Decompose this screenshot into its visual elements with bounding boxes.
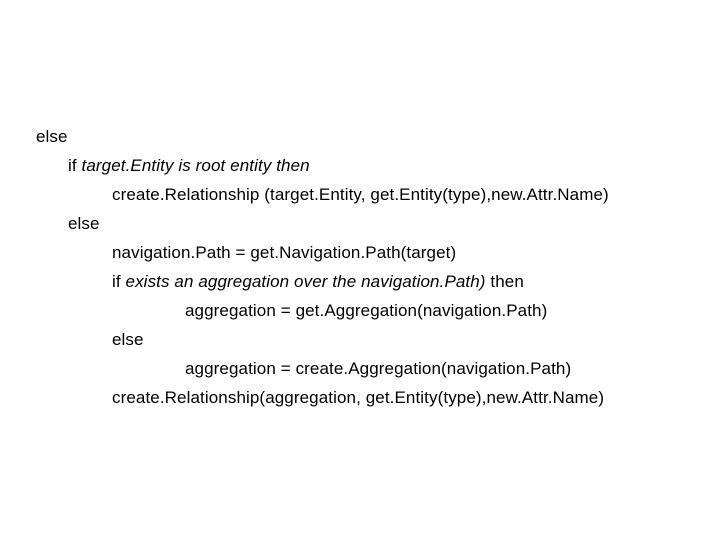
code-line: else [0,209,720,238]
code-line: navigation.Path = get.Navigation.Path(ta… [0,238,720,267]
code-segment-italic: exists an aggregation over the navigatio… [125,272,486,291]
code-segment: else [112,330,144,349]
code-segment: aggregation = get.Aggregation(navigation… [185,301,548,320]
code-segment: aggregation = create.Aggregation(navigat… [185,359,572,378]
code-line: else [0,122,720,151]
code-segment: create.Relationship(aggregation, get.Ent… [112,388,605,407]
code-segment: navigation.Path = get.Navigation.Path(ta… [112,243,457,262]
code-segment: else [36,127,68,146]
code-line: if target.Entity is root entity then [0,151,720,180]
code-segment: then [485,272,524,291]
code-line: create.Relationship(aggregation, get.Ent… [0,383,720,412]
code-segment: create.Relationship (target.Entity, get.… [112,185,609,204]
code-line: aggregation = create.Aggregation(navigat… [0,354,720,383]
code-line: if exists an aggregation over the naviga… [0,267,720,296]
code-line: create.Relationship (target.Entity, get.… [0,180,720,209]
code-line: else [0,325,720,354]
code-segment: else [68,214,100,233]
code-segment-italic: target.Entity is root entity then [81,156,310,175]
code-segment: if [112,272,126,291]
code-segment: if [68,156,82,175]
code-line: aggregation = get.Aggregation(navigation… [0,296,720,325]
